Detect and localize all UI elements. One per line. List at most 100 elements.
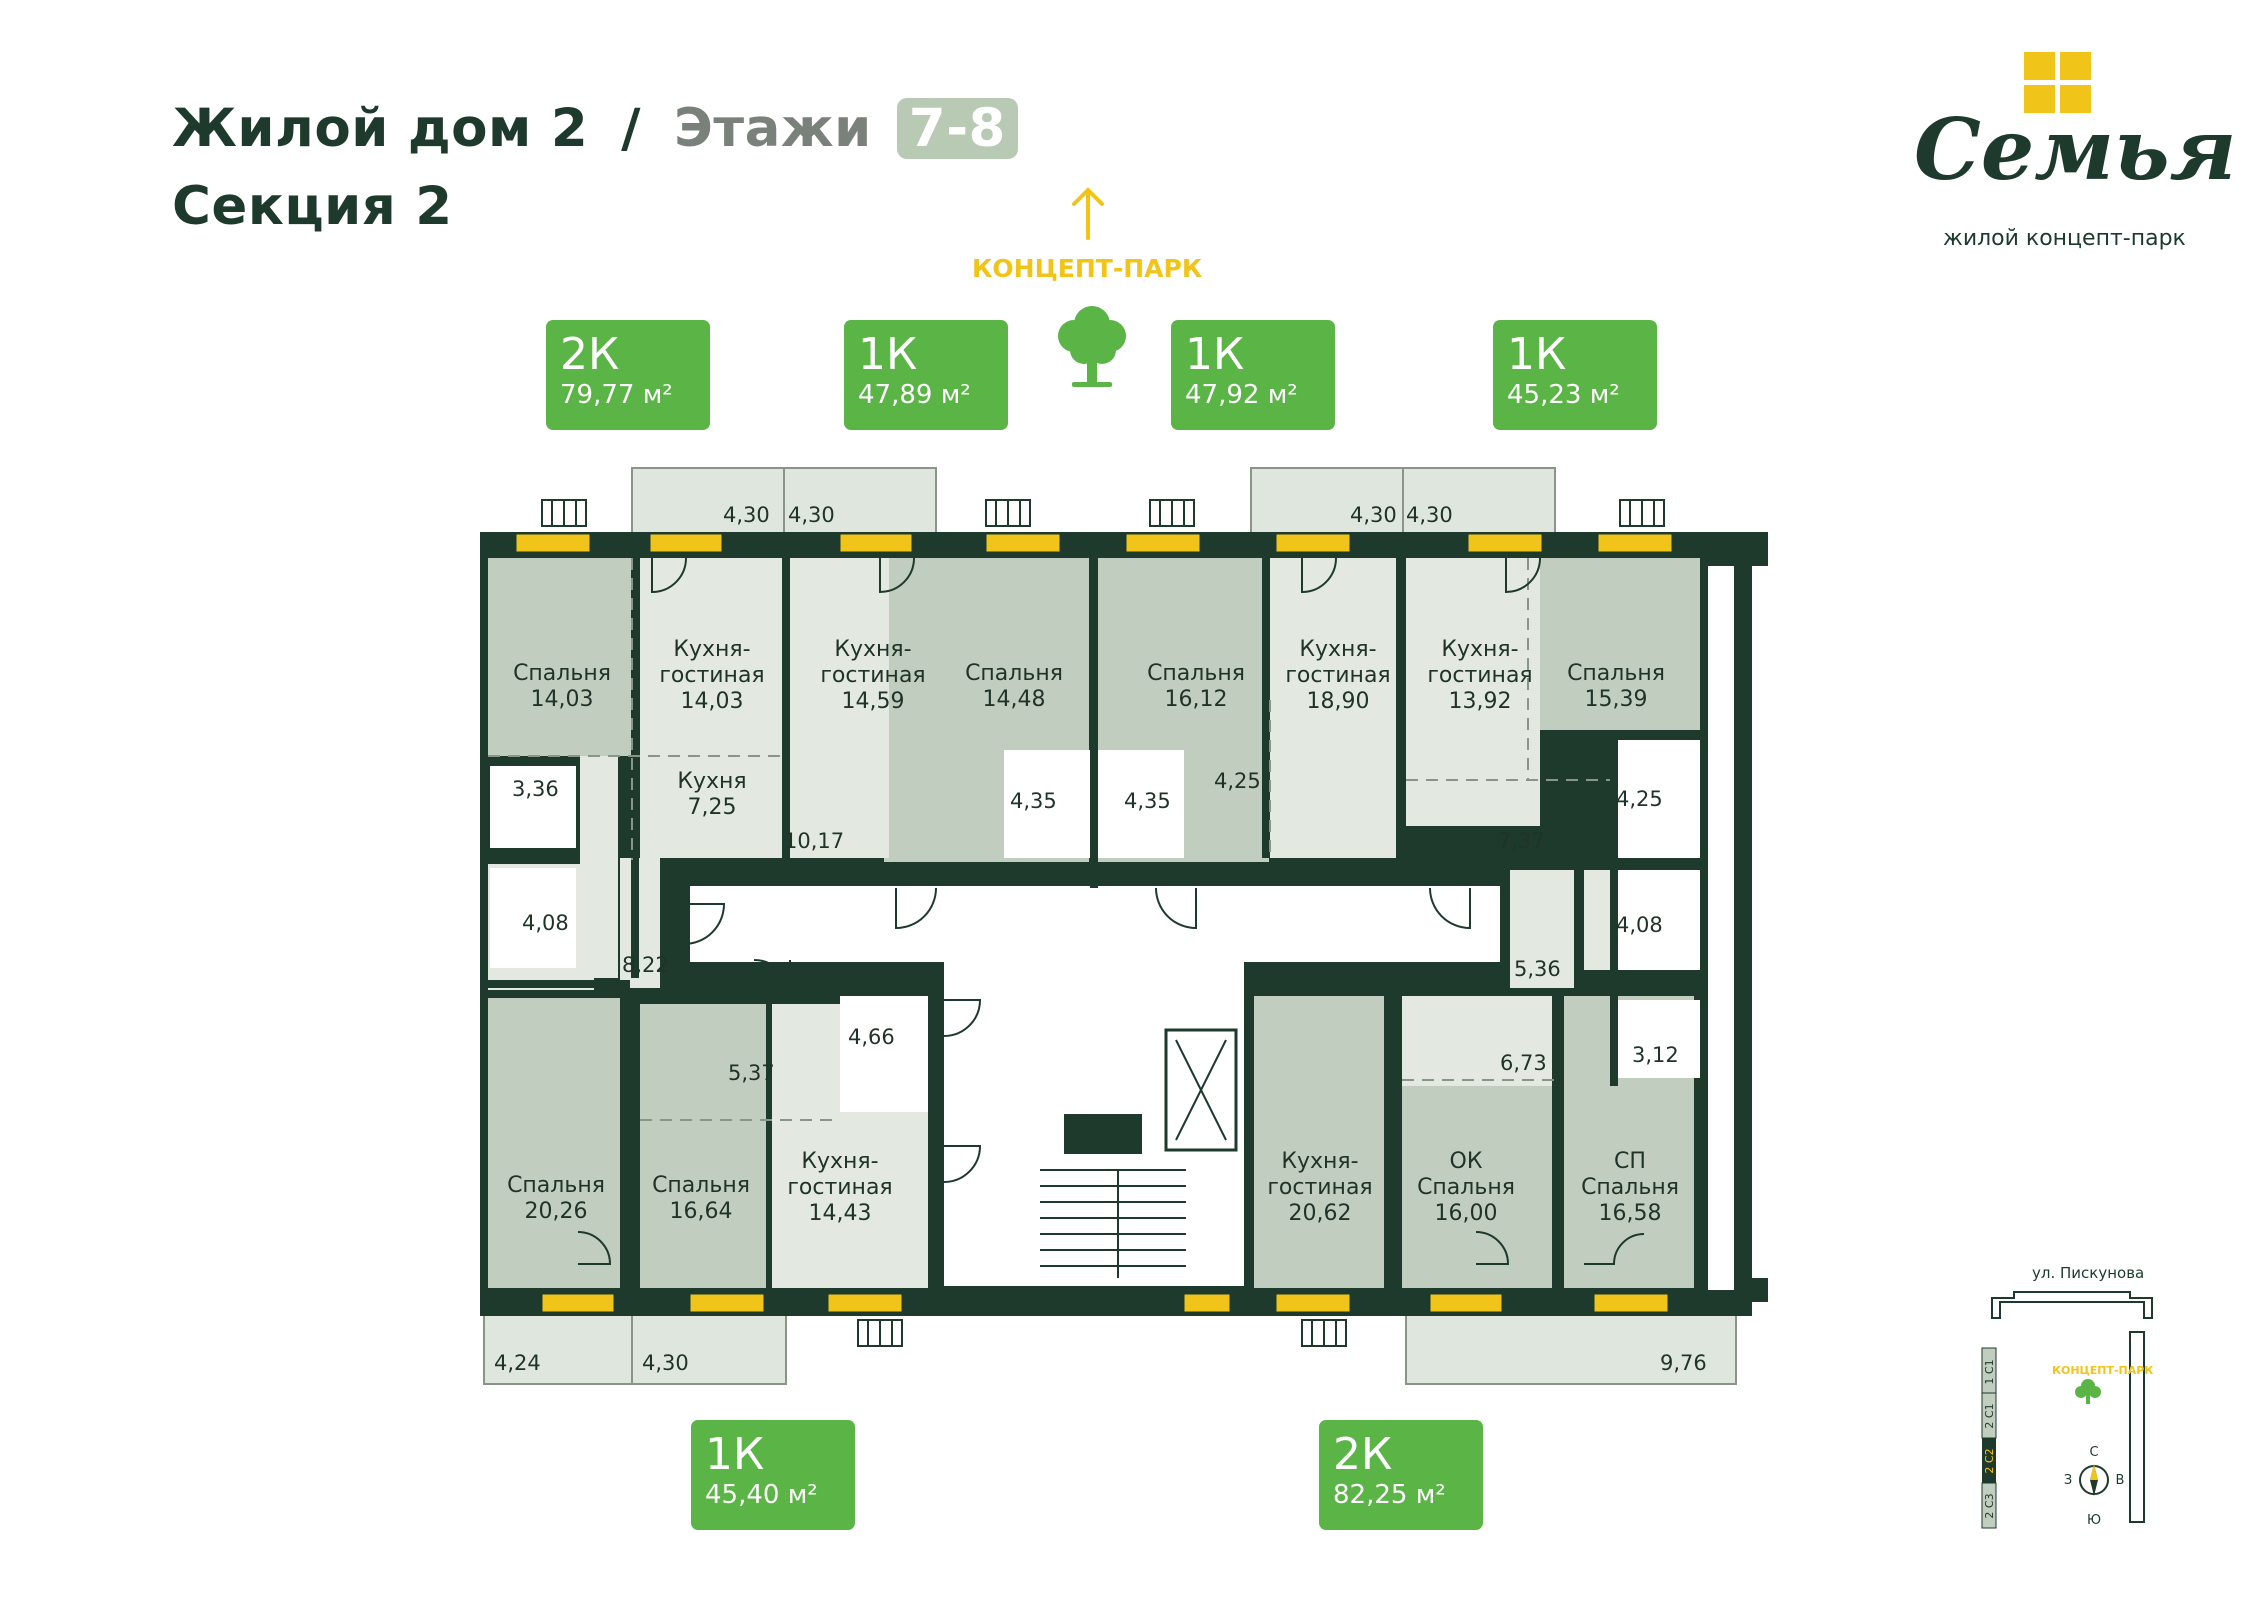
apartment-area: 45,40 м² — [705, 1480, 818, 1510]
compass-e: В — [2116, 1473, 2125, 1488]
room-area: 14,48 — [983, 687, 1046, 712]
logo-subtitle: жилой концепт-парк — [1943, 226, 2186, 251]
apartment-type: 2К — [560, 329, 620, 380]
room — [620, 858, 660, 988]
room-name: Кухня- — [834, 637, 911, 662]
balcony — [1250, 467, 1404, 535]
room-name: Кухня — [677, 769, 746, 794]
room — [1254, 996, 1384, 1288]
apartment-type: 1К — [705, 1429, 765, 1480]
apartment-badge[interactable]: 1К 47,92 м² — [1171, 320, 1335, 430]
apartment-area: 47,89 м² — [858, 380, 971, 410]
room — [1540, 558, 1700, 730]
tree-icon — [1058, 306, 1126, 387]
room-name: Кухня- — [801, 1149, 878, 1174]
apartment-area: 47,92 м² — [1185, 380, 1298, 410]
room-name: Спальня — [652, 1173, 750, 1198]
room — [1510, 870, 1574, 988]
room — [789, 558, 889, 858]
bathroom — [490, 868, 576, 968]
room-area: 16,64 — [670, 1199, 733, 1224]
area-label: 4,30 — [723, 503, 770, 527]
area-label: 7,37 — [1498, 829, 1545, 853]
apartment-area: 79,77 м² — [560, 380, 673, 410]
stairs — [1040, 1169, 1186, 1278]
room-name: Спальня — [513, 661, 611, 686]
room-name: гостиная — [1267, 1175, 1372, 1200]
room-area: 16,12 — [1165, 687, 1228, 712]
area-label: 5,36 — [1514, 957, 1561, 981]
balcony — [483, 1313, 633, 1385]
apartment-badge[interactable]: 1К 45,23 м² — [1493, 320, 1657, 430]
room-name: Спальня — [507, 1173, 605, 1198]
area-label: 9,76 — [1660, 1351, 1707, 1375]
room-name: Спальня — [965, 661, 1063, 686]
bathroom — [1004, 750, 1090, 858]
room-name: гостиная — [820, 663, 925, 688]
room-area: 16,00 — [1435, 1201, 1498, 1226]
room-area: 18,90 — [1307, 689, 1370, 714]
compass-n: С — [2089, 1445, 2098, 1460]
logo-squares-icon — [2024, 52, 2094, 116]
area-label: 3,12 — [1632, 1043, 1679, 1067]
key-park-label: КОНЦЕПТ-ПАРК — [2052, 1364, 2153, 1377]
room-name: Кухня- — [1299, 637, 1376, 662]
compass-w: З — [2064, 1473, 2072, 1488]
room-area: 14,03 — [531, 687, 594, 712]
area-label: 4,30 — [642, 1351, 689, 1375]
apartment-area: 82,25 м² — [1333, 1480, 1446, 1510]
area-label: 4,24 — [494, 1351, 541, 1375]
park-label: КОНЦЕПТ-ПАРК — [972, 254, 1203, 283]
bathroom — [1618, 1000, 1700, 1078]
room — [488, 998, 620, 1288]
apartment-type: 2К — [1333, 1429, 1393, 1480]
room-name: Спальня — [1567, 661, 1665, 686]
room-name: Кухня- — [1281, 1149, 1358, 1174]
bathroom — [840, 996, 928, 1112]
area-label: 6,73 — [1500, 1051, 1547, 1075]
bathroom — [490, 766, 576, 848]
area-label: 4,30 — [788, 503, 835, 527]
room-name: Спальня — [1581, 1175, 1679, 1200]
room-name: гостиная — [1285, 663, 1390, 688]
title-separator: / — [621, 98, 642, 159]
room-name: СП — [1614, 1149, 1646, 1174]
area-label: 4,08 — [1616, 913, 1663, 937]
room-name: гостиная — [659, 663, 764, 688]
street-label: ул. Пискунова — [2032, 1264, 2144, 1282]
compass-s: Ю — [2087, 1513, 2101, 1528]
apartment-badge[interactable]: 1К 45,40 м² — [691, 1420, 855, 1530]
area-label: 10,17 — [784, 829, 844, 853]
room — [1406, 558, 1540, 826]
room — [488, 558, 631, 756]
apartment-badge[interactable]: 2К 79,77 м² — [546, 320, 710, 430]
page-title: Жилой дом 2 / Этажи 7-8 — [172, 98, 1018, 159]
area-label: 5,37 — [728, 1061, 775, 1085]
arrow-up-icon — [1072, 187, 1104, 240]
room-name: Спальня — [1147, 661, 1245, 686]
key-section: 1 С1 — [1983, 1359, 1996, 1384]
apartment-badge[interactable]: 1К 47,89 м² — [844, 320, 1008, 430]
balcony — [1402, 467, 1556, 535]
area-label: 4,30 — [1350, 503, 1397, 527]
apartment-area: 45,23 м² — [1507, 380, 1620, 410]
room — [640, 1004, 766, 1288]
floors-badge: 7-8 — [896, 98, 1018, 159]
key-section: 2 С2 — [1983, 1448, 1996, 1473]
room-name: гостиная — [1427, 663, 1532, 688]
room-name: Кухня- — [673, 637, 750, 662]
area-label: 4,35 — [1124, 789, 1171, 813]
section-label: Секция 2 — [172, 176, 453, 237]
balcony — [631, 1313, 787, 1385]
area-label: 4,25 — [1616, 787, 1663, 811]
room-area: 20,26 — [525, 1199, 588, 1224]
windows — [515, 533, 1673, 1313]
area-label: 8,22 — [622, 953, 669, 977]
logo-wordmark: Семья — [1914, 100, 2237, 199]
bathroom — [1618, 870, 1700, 970]
apartment-badge[interactable]: 2К 82,25 м² — [1319, 1420, 1483, 1530]
bathroom — [1618, 740, 1700, 858]
area-label: 4,35 — [1010, 789, 1057, 813]
key-plan: ул. Пискунова 1 С1 2 С1 2 С2 2 С3 КОНЦЕП… — [1981, 1264, 2153, 1529]
